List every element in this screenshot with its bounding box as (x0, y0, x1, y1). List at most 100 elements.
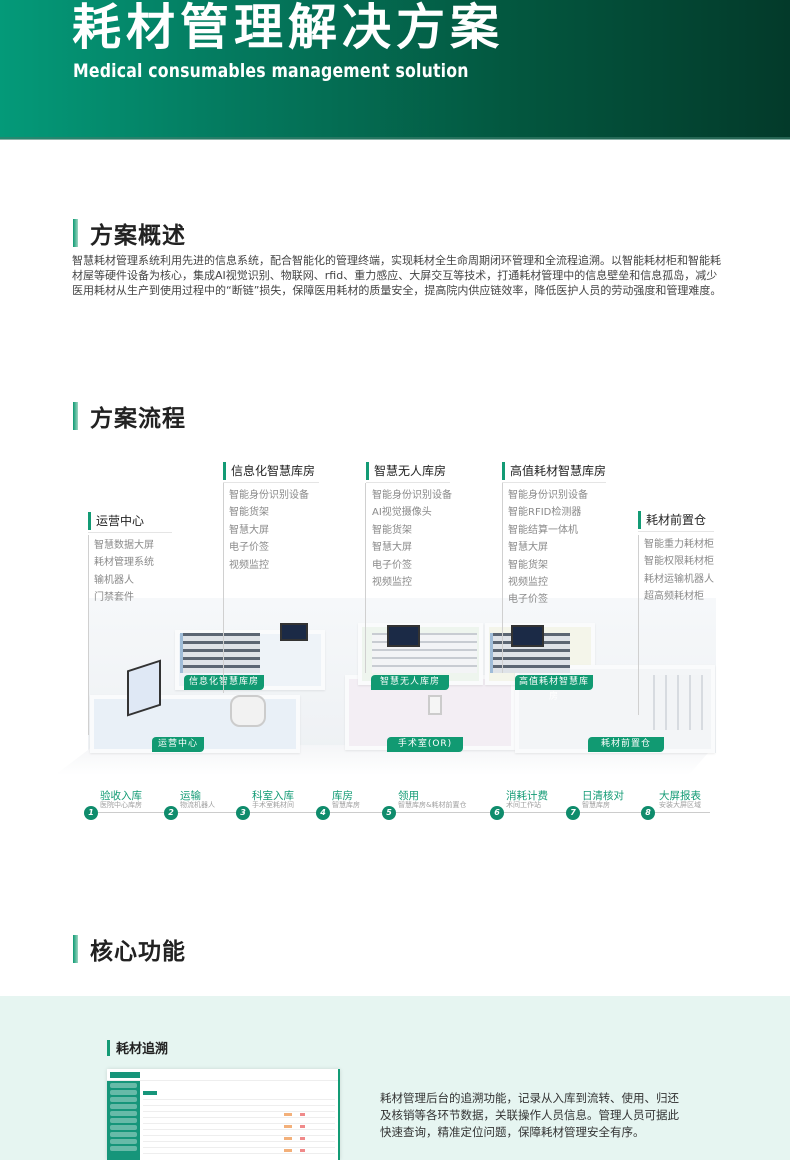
step-sub: 物流机器人 (180, 801, 215, 809)
column-item: 智能货架 (229, 507, 269, 519)
mini-header (107, 1069, 338, 1081)
flow-column-front-warehouse: 耗材前置仓 智能重力耗材柜 智能权限耗材柜 耗材运输机器人 超高频耗材柜 (638, 510, 714, 606)
column-item: 智能身份识别设备 (508, 490, 588, 501)
feature-title: 耗材追溯 (107, 1038, 168, 1057)
column-item: AI视觉摄像头 (372, 507, 432, 519)
column-item: 超高频耗材柜 (644, 591, 704, 603)
feature-description: 耗材管理后台的追溯功能，记录从入库到流转、使用、归还及核销等各环节数据，关联操作… (380, 1091, 679, 1139)
column-item: 智能身份识别设备 (229, 490, 309, 501)
step-sub: 医院中心库房 (100, 801, 142, 809)
column-item: 智能结算一体机 (508, 524, 578, 536)
mini-status-badge (284, 1113, 292, 1116)
column-item: 智能货架 (372, 524, 412, 536)
label-operating-room: 手术室(OR) (387, 737, 463, 752)
flow-diagram: 信息化智慧库房 智慧无人库房 高值耗材智慧库房 运营中心 手术室(OR) 耗材前… (0, 455, 790, 785)
column-item: 智能RFID检测器 (508, 507, 582, 519)
label-unmanned-warehouse: 智慧无人库房 (371, 675, 449, 690)
column-item: 电子价签 (372, 559, 412, 571)
step-sub: 智慧库房 (332, 801, 360, 809)
column-item: 耗材管理系统 (94, 557, 154, 569)
mini-row (143, 1123, 335, 1124)
step-sub: 智慧库房&耗材前置仓 (398, 801, 467, 809)
step-label: 验收入库 (100, 790, 142, 802)
connector-line (638, 535, 639, 715)
column-item: 智慧数据大屏 (94, 540, 154, 551)
column-item: 电子价签 (508, 594, 548, 606)
step-sub: 术间工作站 (506, 801, 541, 809)
column-item: 智能货架 (508, 559, 548, 571)
mini-row (143, 1129, 335, 1130)
mini-sidebar (107, 1081, 140, 1160)
overview-heading-text: 方案概述 (90, 223, 186, 249)
mini-status-badge (300, 1149, 305, 1152)
label-front-warehouse: 耗材前置仓 (588, 737, 664, 752)
mini-status-badge (300, 1125, 305, 1128)
step-number: 6 (490, 806, 504, 820)
heading-accent-bar (73, 219, 78, 247)
step-label: 日清核对 (582, 790, 624, 802)
mini-row (143, 1135, 335, 1136)
step-label: 科室入库 (252, 790, 294, 802)
step-label: 大屏报表 (659, 790, 701, 802)
hero-title: 耗材管理解决方案 (72, 0, 505, 56)
mini-status-badge (284, 1137, 292, 1140)
flow-column-info-warehouse: 信息化智慧库房 智能身份识别设备 智能货架 智慧大屏 电子价签 视频监控 (223, 461, 319, 574)
traceability-screenshot (107, 1069, 340, 1160)
core-heading: 核心功能 (73, 932, 186, 966)
column-item: 智慧大屏 (229, 524, 269, 536)
big-screen-icon (387, 625, 420, 647)
mini-status-badge (284, 1149, 292, 1152)
step-label: 运输 (180, 790, 201, 802)
robot-icon (230, 695, 266, 727)
column-item: 视频监控 (372, 577, 412, 589)
connector-line (365, 483, 366, 673)
hero-subtitle: Medical consumables management solution (73, 60, 469, 82)
flow-heading-text: 方案流程 (90, 406, 186, 432)
connector-line (502, 483, 503, 673)
step-number: 2 (164, 806, 178, 820)
overview-heading: 方案概述 (73, 216, 186, 250)
label-ops-center: 运营中心 (152, 737, 204, 752)
smart-shelf-icon (180, 633, 260, 673)
consumable-cabinet-icon (653, 675, 703, 730)
hero-banner: 耗材管理解决方案 Medical consumables management … (0, 0, 790, 139)
mini-row (143, 1147, 335, 1148)
mini-row (143, 1111, 335, 1112)
column-item: 视频监控 (229, 559, 269, 571)
mini-row (143, 1099, 335, 1100)
flow-column-high-value-warehouse: 高值耗材智慧库房 智能身份识别设备 智能RFID检测器 智能结算一体机 智慧大屏… (502, 461, 606, 609)
feature-accent-bar (107, 1039, 110, 1056)
mini-row (143, 1141, 335, 1142)
column-title: 耗材前置仓 (646, 513, 707, 527)
flow-column-unmanned-warehouse: 智慧无人库房 智能身份识别设备 AI视觉摄像头 智能货架 智慧大屏 电子价签 视… (366, 461, 452, 591)
connector-line (223, 483, 224, 693)
column-item: 智慧大屏 (372, 542, 412, 554)
column-item: 智能重力耗材柜 (644, 539, 714, 550)
column-title: 运营中心 (96, 514, 145, 528)
column-item: 视频监控 (508, 577, 548, 589)
heading-accent-bar (73, 402, 78, 430)
heading-accent-bar (73, 935, 78, 963)
label-high-value-warehouse: 高值耗材智慧库房 (515, 675, 593, 702)
step-sub: 智慧库房 (582, 801, 610, 809)
column-item: 耗材运输机器人 (644, 573, 714, 585)
flow-column-ops-center: 运营中心 智慧数据大屏 耗材管理系统 输机器人 门禁套件 (88, 511, 172, 607)
column-title: 信息化智慧库房 (231, 464, 316, 478)
big-screen-icon (280, 623, 308, 641)
column-item: 电子价签 (229, 542, 269, 554)
column-title: 高值耗材智慧库房 (509, 464, 606, 478)
mini-status-badge (300, 1137, 305, 1140)
mini-logo (110, 1072, 140, 1078)
hero-divider (0, 137, 790, 140)
step-number: 3 (236, 806, 250, 820)
mini-row (143, 1105, 335, 1106)
process-timeline: 验收入库 医院中心库房 1 运输 物流机器人 2 科室入库 手术室耗材间 3 库… (0, 785, 790, 825)
step-label: 库房 (332, 790, 353, 802)
flow-heading: 方案流程 (73, 399, 186, 433)
surgical-bed-icon (428, 695, 442, 715)
step-number: 1 (84, 806, 98, 820)
mini-row (143, 1117, 335, 1118)
column-item: 智能身份识别设备 (372, 490, 452, 501)
overview-body: 智慧耗材管理系统利用先进的信息系统，配合智能化的管理终端，实现耗材全生命周期闭环… (72, 254, 722, 297)
feature-title-text: 耗材追溯 (116, 1042, 169, 1057)
